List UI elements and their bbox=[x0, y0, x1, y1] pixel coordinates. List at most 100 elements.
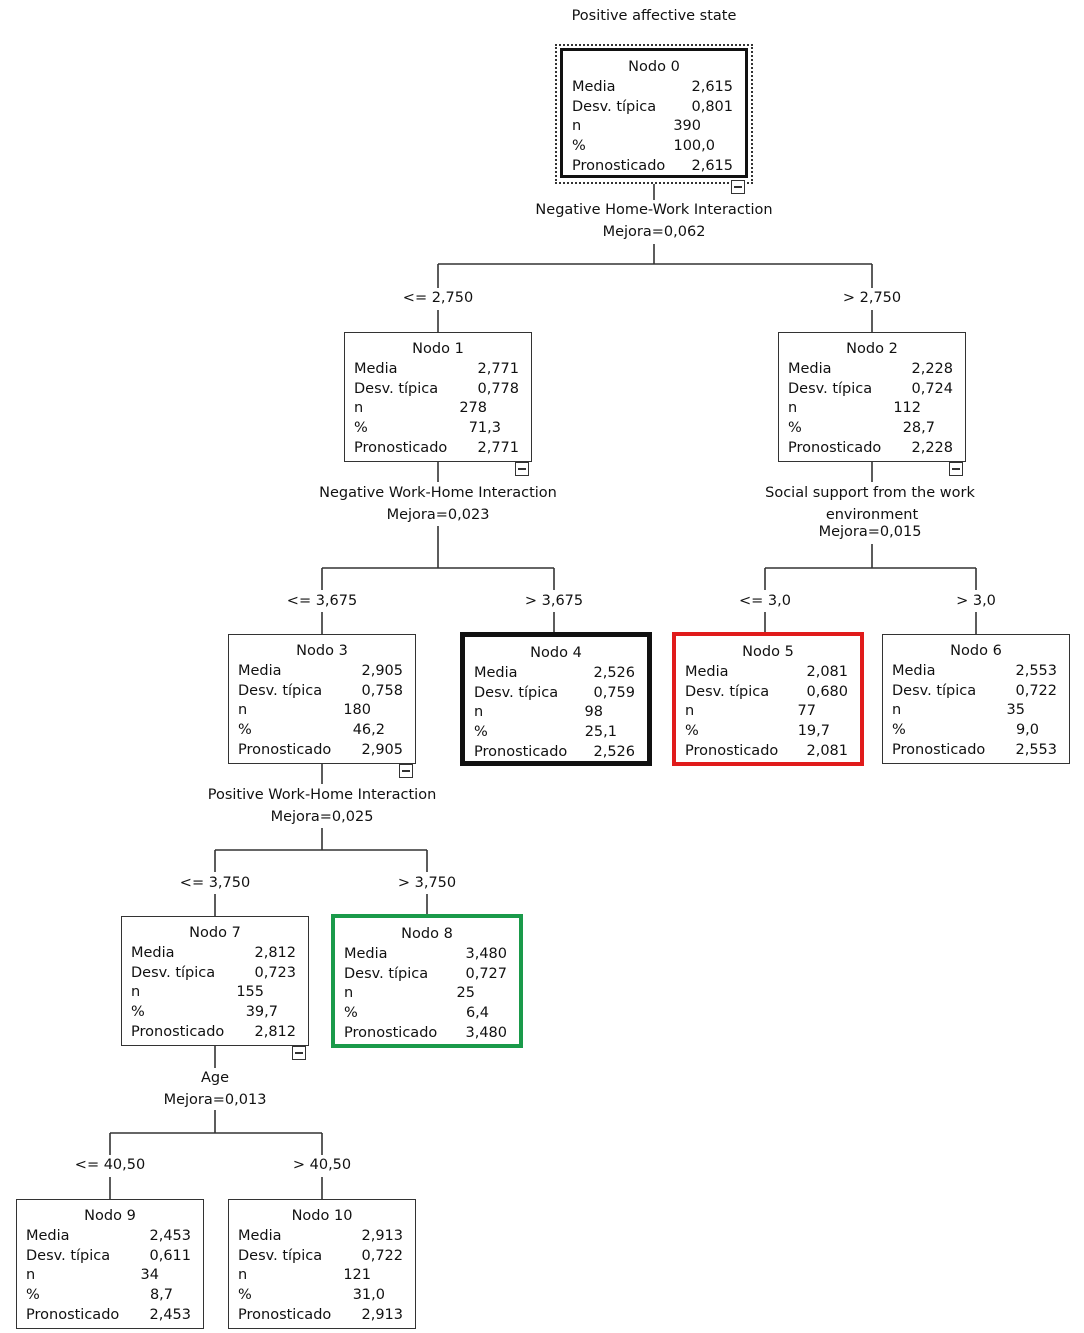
stat-label: Pronosticado bbox=[344, 1024, 438, 1041]
stat-value: 2,812 bbox=[254, 1023, 296, 1040]
stat-label: n bbox=[572, 118, 582, 135]
stat-label: % bbox=[131, 1004, 145, 1021]
stat-value: 77 bbox=[797, 703, 816, 720]
stat-value: 121 bbox=[343, 1267, 371, 1284]
stat-label: Media bbox=[892, 663, 936, 679]
stat-value: 98 bbox=[584, 704, 603, 721]
stat-value: 390 bbox=[673, 118, 701, 135]
stat-value: 0,778 bbox=[477, 380, 519, 397]
stat-label: % bbox=[892, 722, 906, 739]
stat-value: 2,913 bbox=[361, 1228, 403, 1244]
stat-label: % bbox=[238, 1287, 252, 1304]
stat-value: 25,1 bbox=[584, 724, 617, 741]
split-7-left-condition: <= 40,50 bbox=[74, 1157, 146, 1173]
stat-label: Media bbox=[685, 664, 729, 680]
stat-label: Media bbox=[238, 1228, 282, 1244]
stat-value: 180 bbox=[343, 702, 371, 719]
node-title: Nodo 9 bbox=[84, 1208, 136, 1224]
stat-label: Media bbox=[238, 663, 282, 679]
node-title: Nodo 7 bbox=[189, 925, 241, 941]
split-3-left-condition: <= 3,750 bbox=[179, 875, 251, 891]
stat-label: Desv. típica bbox=[474, 684, 559, 701]
stat-label: Desv. típica bbox=[354, 380, 439, 397]
stat-value: 278 bbox=[459, 400, 487, 417]
stat-value: 2,081 bbox=[806, 742, 848, 759]
split-2-variable: Social support from the work bbox=[765, 485, 975, 501]
stat-label: Pronosticado bbox=[354, 439, 448, 456]
stat-value: 3,480 bbox=[465, 946, 507, 962]
collapse-node-7-icon[interactable] bbox=[292, 1046, 306, 1060]
stat-value: 19,7 bbox=[797, 723, 830, 740]
stat-value: 46,2 bbox=[352, 722, 385, 739]
node-title: Nodo 6 bbox=[950, 643, 1002, 659]
stat-value: 31,0 bbox=[352, 1287, 385, 1304]
stat-value: 71,3 bbox=[468, 420, 501, 437]
stat-value: 155 bbox=[236, 984, 264, 1001]
split-7-variable: Age bbox=[200, 1070, 230, 1086]
stat-value: 2,615 bbox=[691, 157, 733, 174]
stat-label: Pronosticado bbox=[474, 743, 568, 760]
split-2-right-condition: > 3,0 bbox=[956, 593, 996, 609]
stat-label: Pronosticado bbox=[238, 1306, 332, 1323]
node-title: Nodo 3 bbox=[296, 643, 348, 659]
stat-value: 25 bbox=[456, 985, 475, 1002]
stat-value: 2,615 bbox=[691, 79, 733, 95]
split-7-improvement: Mejora=0,013 bbox=[163, 1092, 267, 1108]
collapse-node-3-icon[interactable] bbox=[399, 764, 413, 778]
split-1-right-condition: > 3,675 bbox=[524, 593, 584, 609]
stat-label: Media bbox=[131, 945, 175, 961]
stat-label: n bbox=[238, 702, 248, 719]
stat-label: n bbox=[238, 1267, 248, 1284]
split-1-left-condition: <= 3,675 bbox=[286, 593, 358, 609]
stat-value: 2,913 bbox=[361, 1306, 403, 1323]
stat-label: Media bbox=[26, 1228, 70, 1244]
stat-value: 0,758 bbox=[361, 682, 403, 699]
split-2-improvement: Mejora=0,015 bbox=[818, 524, 922, 540]
stat-value: 2,526 bbox=[593, 743, 635, 760]
stat-value: 6,4 bbox=[465, 1005, 489, 1022]
stat-value: 34 bbox=[140, 1267, 159, 1284]
stat-value: 2,905 bbox=[361, 663, 403, 679]
collapse-node-0-icon[interactable] bbox=[731, 180, 745, 194]
stat-label: Media bbox=[572, 79, 616, 95]
node-title: Nodo 4 bbox=[530, 645, 582, 661]
stat-label: Desv. típica bbox=[892, 682, 977, 699]
stat-label: Pronosticado bbox=[788, 439, 882, 456]
stat-label: n bbox=[685, 703, 695, 720]
stat-value: 39,7 bbox=[245, 1004, 278, 1021]
split-7-right-condition: > 40,50 bbox=[292, 1157, 352, 1173]
stat-value: 112 bbox=[893, 400, 921, 417]
node-title: Nodo 8 bbox=[401, 926, 453, 942]
stat-value: 0,727 bbox=[465, 965, 507, 982]
stat-label: Pronosticado bbox=[572, 157, 666, 174]
stat-label: n bbox=[354, 400, 364, 417]
stat-value: 0,723 bbox=[254, 964, 296, 981]
split-0-right-condition: > 2,750 bbox=[842, 290, 902, 306]
stat-value: 0,680 bbox=[806, 683, 848, 700]
stat-label: Pronosticado bbox=[685, 742, 779, 759]
stat-value: 2,771 bbox=[477, 361, 519, 377]
split-0-left-condition: <= 2,750 bbox=[402, 290, 474, 306]
stat-value: 2,553 bbox=[1015, 741, 1057, 758]
collapse-node-2-icon[interactable] bbox=[949, 462, 963, 476]
stat-label: % bbox=[788, 420, 802, 437]
stat-label: Media bbox=[474, 665, 518, 681]
stat-value: 2,553 bbox=[1015, 663, 1057, 679]
stat-label: % bbox=[26, 1287, 40, 1304]
collapse-node-1-icon[interactable] bbox=[515, 462, 529, 476]
node-title: Nodo 1 bbox=[412, 341, 464, 357]
stat-label: n bbox=[892, 702, 902, 719]
node-title: Nodo 2 bbox=[846, 341, 898, 357]
